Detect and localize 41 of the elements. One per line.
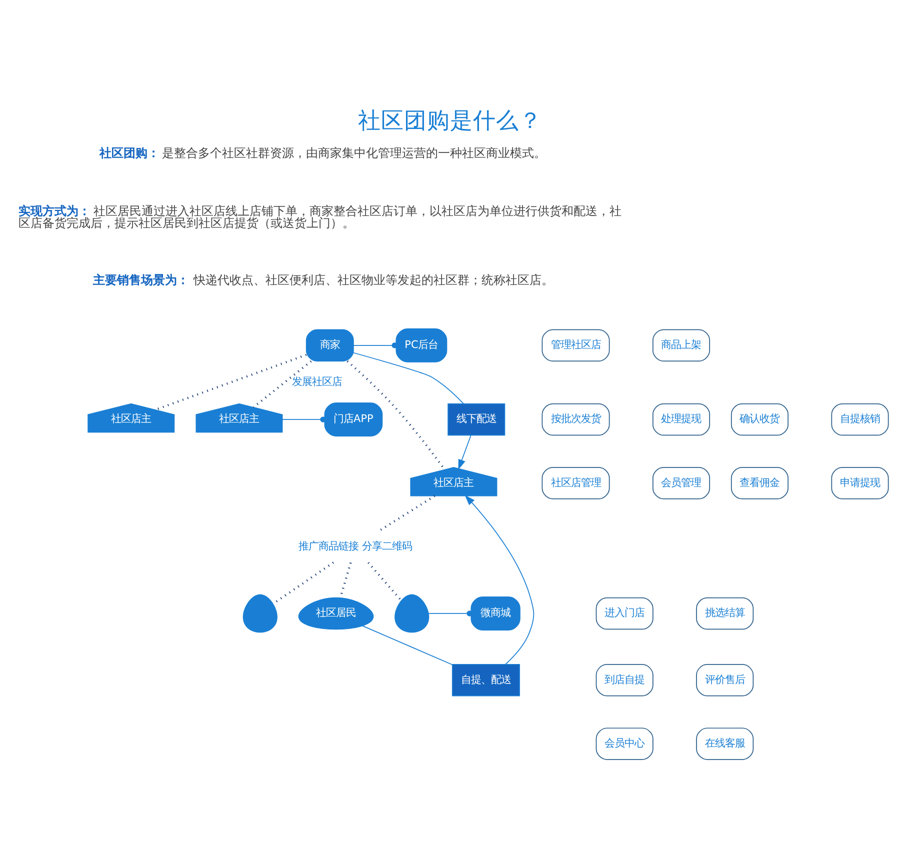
connector	[252, 360, 312, 408]
node-box: 管理社区店	[542, 329, 610, 362]
node-box: 微商城	[470, 596, 520, 630]
connector	[368, 562, 402, 602]
arrow	[464, 494, 534, 665]
connector	[428, 610, 472, 616]
node-box: 申请提现	[831, 467, 889, 500]
node-box: 评价售后	[696, 664, 754, 696]
node-box: 在线客服	[696, 728, 754, 760]
diagram-title: 社区团购是什么？	[358, 108, 542, 134]
arrow	[458, 434, 472, 470]
node-box: 确认收货	[730, 403, 788, 436]
node-box: 自提、配送	[452, 664, 520, 696]
connector	[353, 342, 398, 348]
node-box: 到店自提	[596, 664, 654, 696]
label: 主要销售场景为：快递代收点、社区便利店、社区物业等发起的社区群；统称社区店。	[93, 273, 554, 288]
node-box: 商品上架	[652, 329, 710, 362]
node-box: 门店APP	[324, 402, 383, 436]
node-box: 会员中心	[596, 728, 654, 760]
connector	[378, 495, 436, 532]
node-box: 自提核销	[831, 403, 889, 436]
node-box: 会员管理	[652, 467, 710, 500]
connector	[362, 625, 453, 666]
node-box: PC后台	[396, 328, 448, 362]
connector	[353, 352, 464, 404]
node-box: 社区店管理	[542, 467, 610, 500]
node-box: 按批次发货	[542, 403, 610, 436]
label: 实现方式为：社区居民通过进入社区店线上店铺下单，商家整合社区店订单，以社区店为单位进行供货和配送，社区店备货完成后，提示社区居民到社区店提货（或送货上门）。	[18, 204, 622, 230]
node-text: 推广商品链接 分享二维码	[298, 540, 412, 552]
node-person	[242, 594, 278, 633]
node-box: 线下配送	[448, 403, 506, 436]
node-box: 进入门店	[596, 597, 654, 630]
connector	[282, 416, 326, 422]
edge-label: 发展社区店	[292, 376, 342, 388]
node-box: 挑选结算	[696, 597, 754, 630]
node-person	[394, 594, 430, 633]
node-box: 查看佣金	[730, 467, 788, 500]
node-box: 商家	[306, 329, 354, 362]
connector	[154, 354, 307, 411]
label: 社区团购：是整合多个社区社群资源，由商家集中化管理运营的一种社区商业模式。	[99, 146, 546, 160]
node-box: 处理提现	[652, 403, 710, 436]
